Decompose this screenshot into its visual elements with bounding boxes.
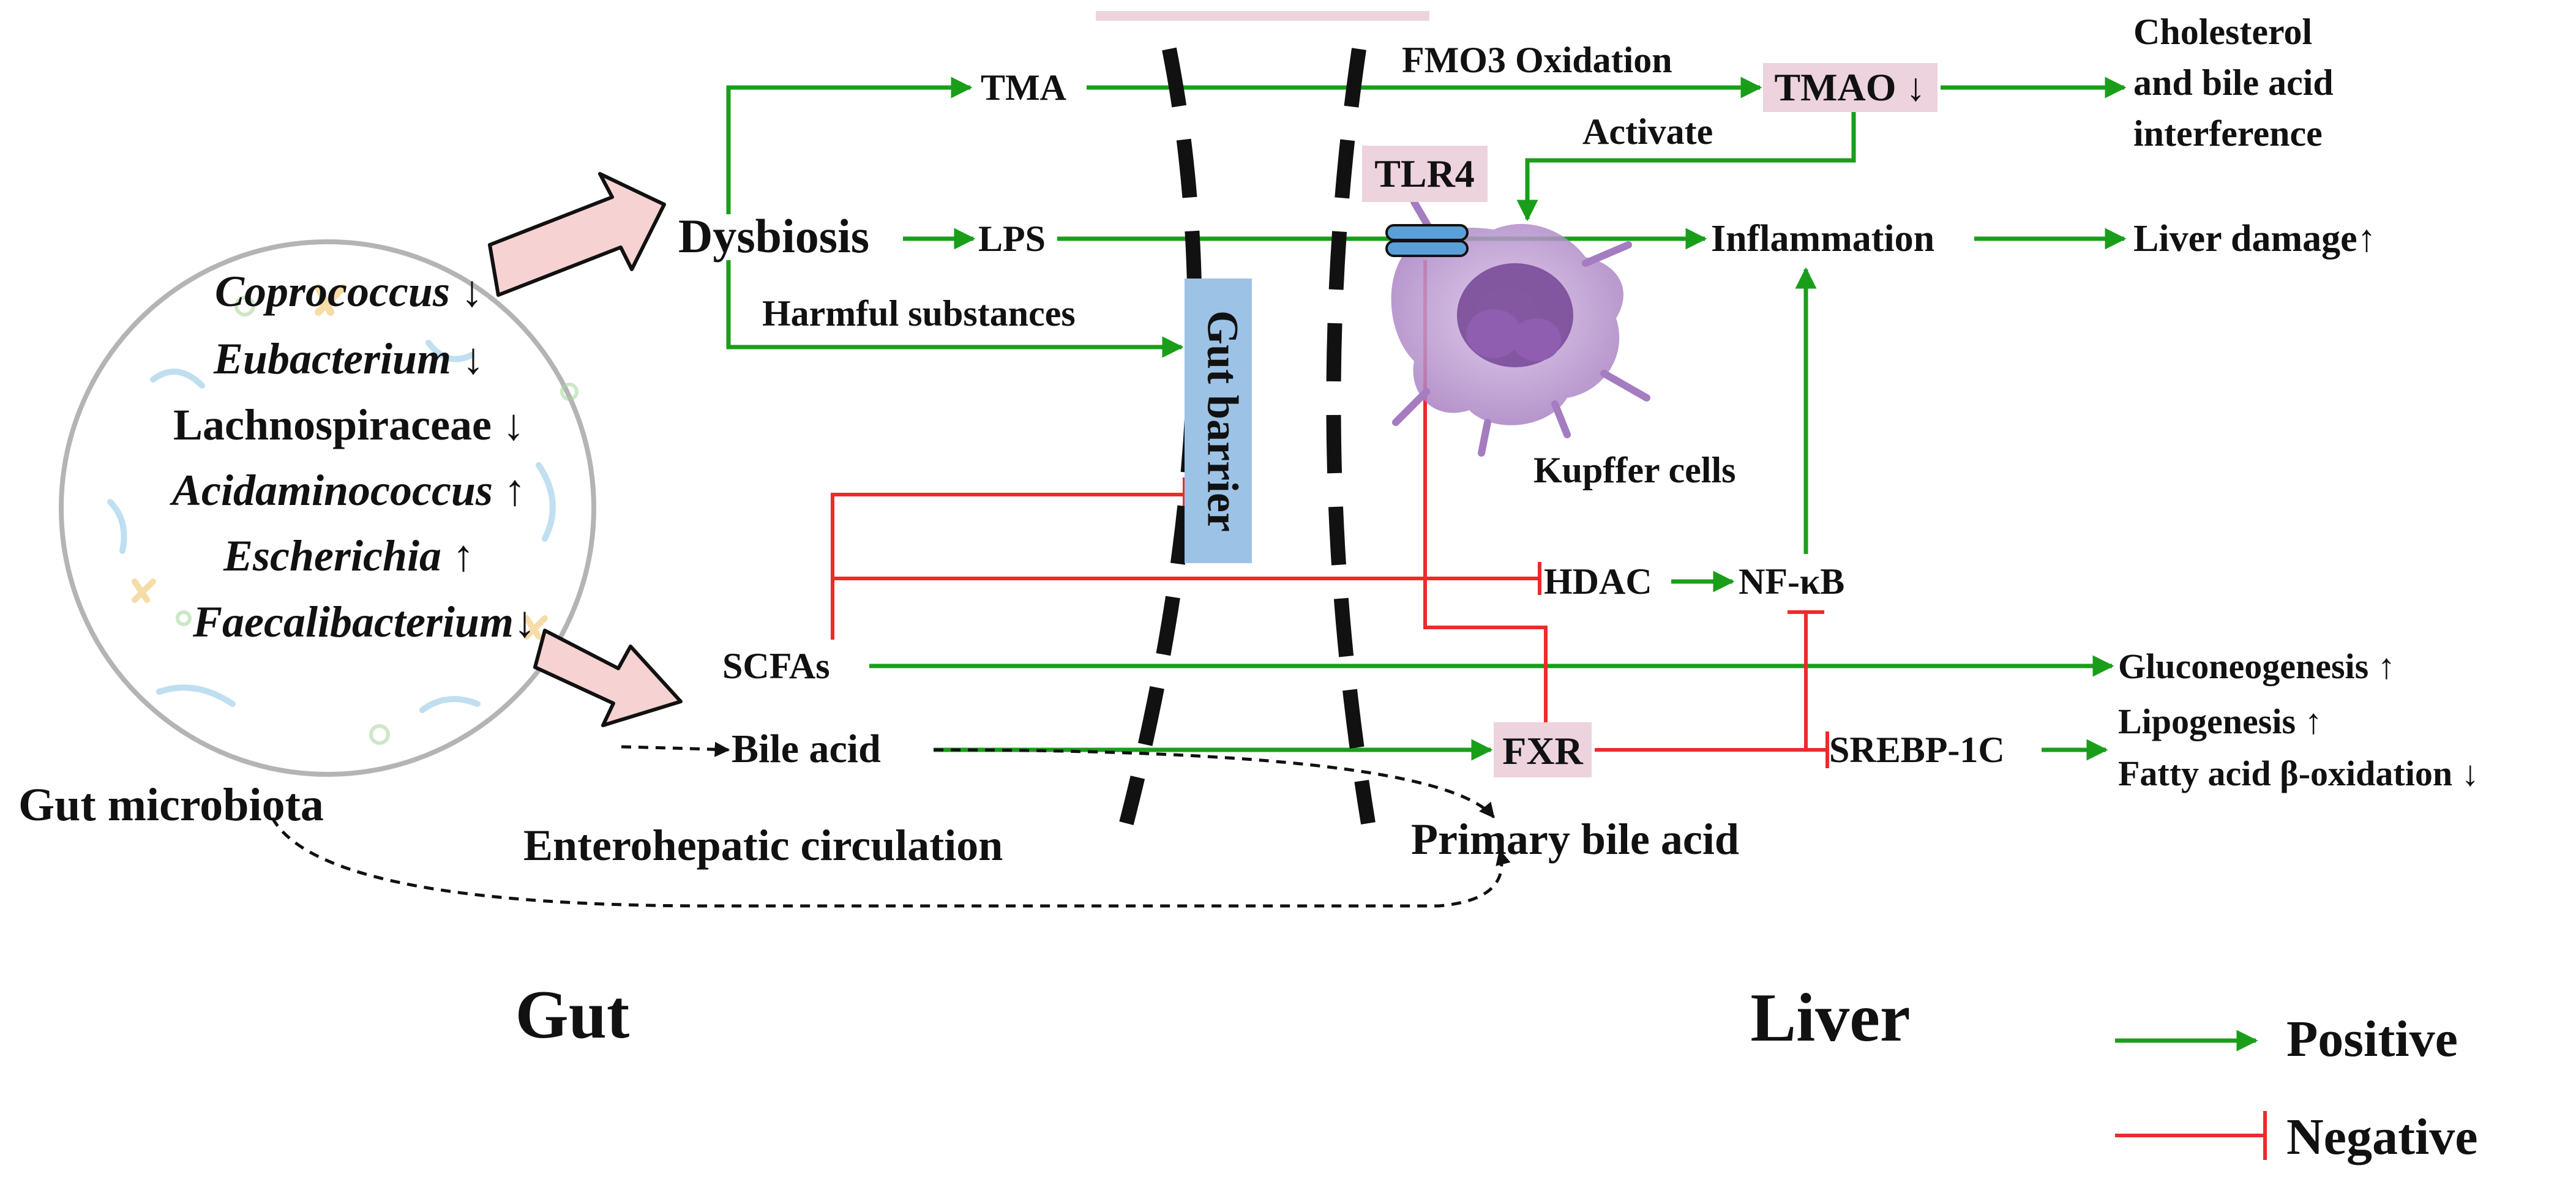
harmful-substances-label: Harmful substances bbox=[762, 293, 1076, 334]
negative-inhibitions bbox=[831, 260, 1829, 768]
fatty-acid-oxidation-label: Fatty acid β-oxidation ↓ bbox=[2118, 754, 2479, 793]
arrow-tmao-activate-kupffer bbox=[1516, 109, 1856, 222]
bile-acid-block-arrow bbox=[533, 629, 683, 727]
taxon-acidaminococcus: Acidaminococcus ↑ bbox=[170, 466, 526, 515]
activate-label: Activate bbox=[1582, 111, 1713, 152]
gut-region-label: Gut bbox=[515, 977, 630, 1053]
arrow-dysbiosis-tma bbox=[726, 77, 973, 214]
enterohepatic-circulation-label: Enterohepatic circulation bbox=[523, 821, 1003, 870]
srebp-1c-label: SREBP-1C bbox=[1829, 730, 2005, 770]
taxon-escherichia: Escherichia ↑ bbox=[223, 531, 474, 580]
liver-damage-label: Liver damage↑ bbox=[2133, 218, 2376, 260]
inhibit-scfas-gut-barrier bbox=[831, 493, 1185, 640]
cholesterol-line-3: interference bbox=[2133, 113, 2323, 154]
tlr4-label: TLR4 bbox=[1374, 152, 1475, 195]
gut-barrier-dash-right bbox=[1326, 48, 1376, 825]
scfas-label: SCFAs bbox=[722, 646, 830, 686]
gut-microbiota-caption: Gut microbiota bbox=[18, 779, 324, 831]
tmao-highlight bbox=[1763, 63, 1938, 112]
top-divider-bar bbox=[1096, 11, 1429, 21]
bile-acid-label: Bile acid bbox=[732, 727, 881, 771]
enterohepatic-loop bbox=[264, 741, 1511, 908]
lps-label: LPS bbox=[978, 219, 1046, 259]
tmao-label: TMAO ↓ bbox=[1774, 65, 1925, 109]
positive-arrows bbox=[726, 77, 2127, 761]
gut-barrier-label: Gut barrier bbox=[1198, 310, 1247, 532]
primary-bile-acid-label: Primary bile acid bbox=[1411, 815, 1739, 864]
legend-negative-label: Negative bbox=[2286, 1109, 2478, 1165]
inflammation-label: Inflammation bbox=[1711, 218, 1934, 260]
gut-barrier-dash-left bbox=[1119, 47, 1202, 825]
fmo3-oxidation-label: FMO3 Oxidation bbox=[1402, 40, 1672, 80]
taxon-faecalibacterium: Faecalibacterium↓ bbox=[192, 597, 536, 646]
gut-barrier-box: Gut barrier bbox=[1185, 279, 1252, 563]
liver-region-label: Liver bbox=[1750, 980, 1910, 1056]
tlr4-highlight bbox=[1362, 146, 1488, 202]
taxon-coprococcus: Coprococcus ↓ bbox=[215, 267, 483, 316]
taxon-eubacterium: Eubacterium ↓ bbox=[213, 334, 484, 383]
legend-positive-label: Positive bbox=[2286, 1011, 2458, 1068]
kupffer-cell-illustration bbox=[1391, 198, 1650, 457]
lipogenesis-label: Lipogenesis ↑ bbox=[2118, 701, 2323, 741]
taxon-lachnospiraceae: Lachnospiraceae ↓ bbox=[173, 400, 525, 449]
hdac-label: HDAC bbox=[1544, 561, 1652, 602]
fxr-highlight bbox=[1494, 722, 1592, 777]
tma-label: TMA bbox=[981, 67, 1066, 108]
cholesterol-line-2: and bile acid bbox=[2133, 62, 2334, 103]
dysbiosis-label: Dysbiosis bbox=[678, 209, 869, 263]
tlr4-receptor-icon bbox=[1385, 224, 1469, 257]
microbiota-circle bbox=[59, 239, 596, 777]
gluconeogenesis-label: Gluconeogenesis ↑ bbox=[2118, 646, 2395, 686]
cholesterol-line-1: Cholesterol bbox=[2133, 12, 2312, 52]
arrow-dysbiosis-gut-barrier bbox=[726, 260, 1184, 358]
nfkb-label: NF-κB bbox=[1739, 561, 1844, 602]
dysbiosis-block-arrow bbox=[488, 172, 666, 297]
kupffer-cells-label: Kupffer cells bbox=[1533, 450, 1736, 490]
bacteria-decoration bbox=[107, 284, 578, 745]
inhibit-tlr4-fxr bbox=[1423, 260, 1548, 722]
legend: Positive Negative bbox=[2115, 1011, 2478, 1165]
fxr-label: FXR bbox=[1502, 729, 1583, 772]
